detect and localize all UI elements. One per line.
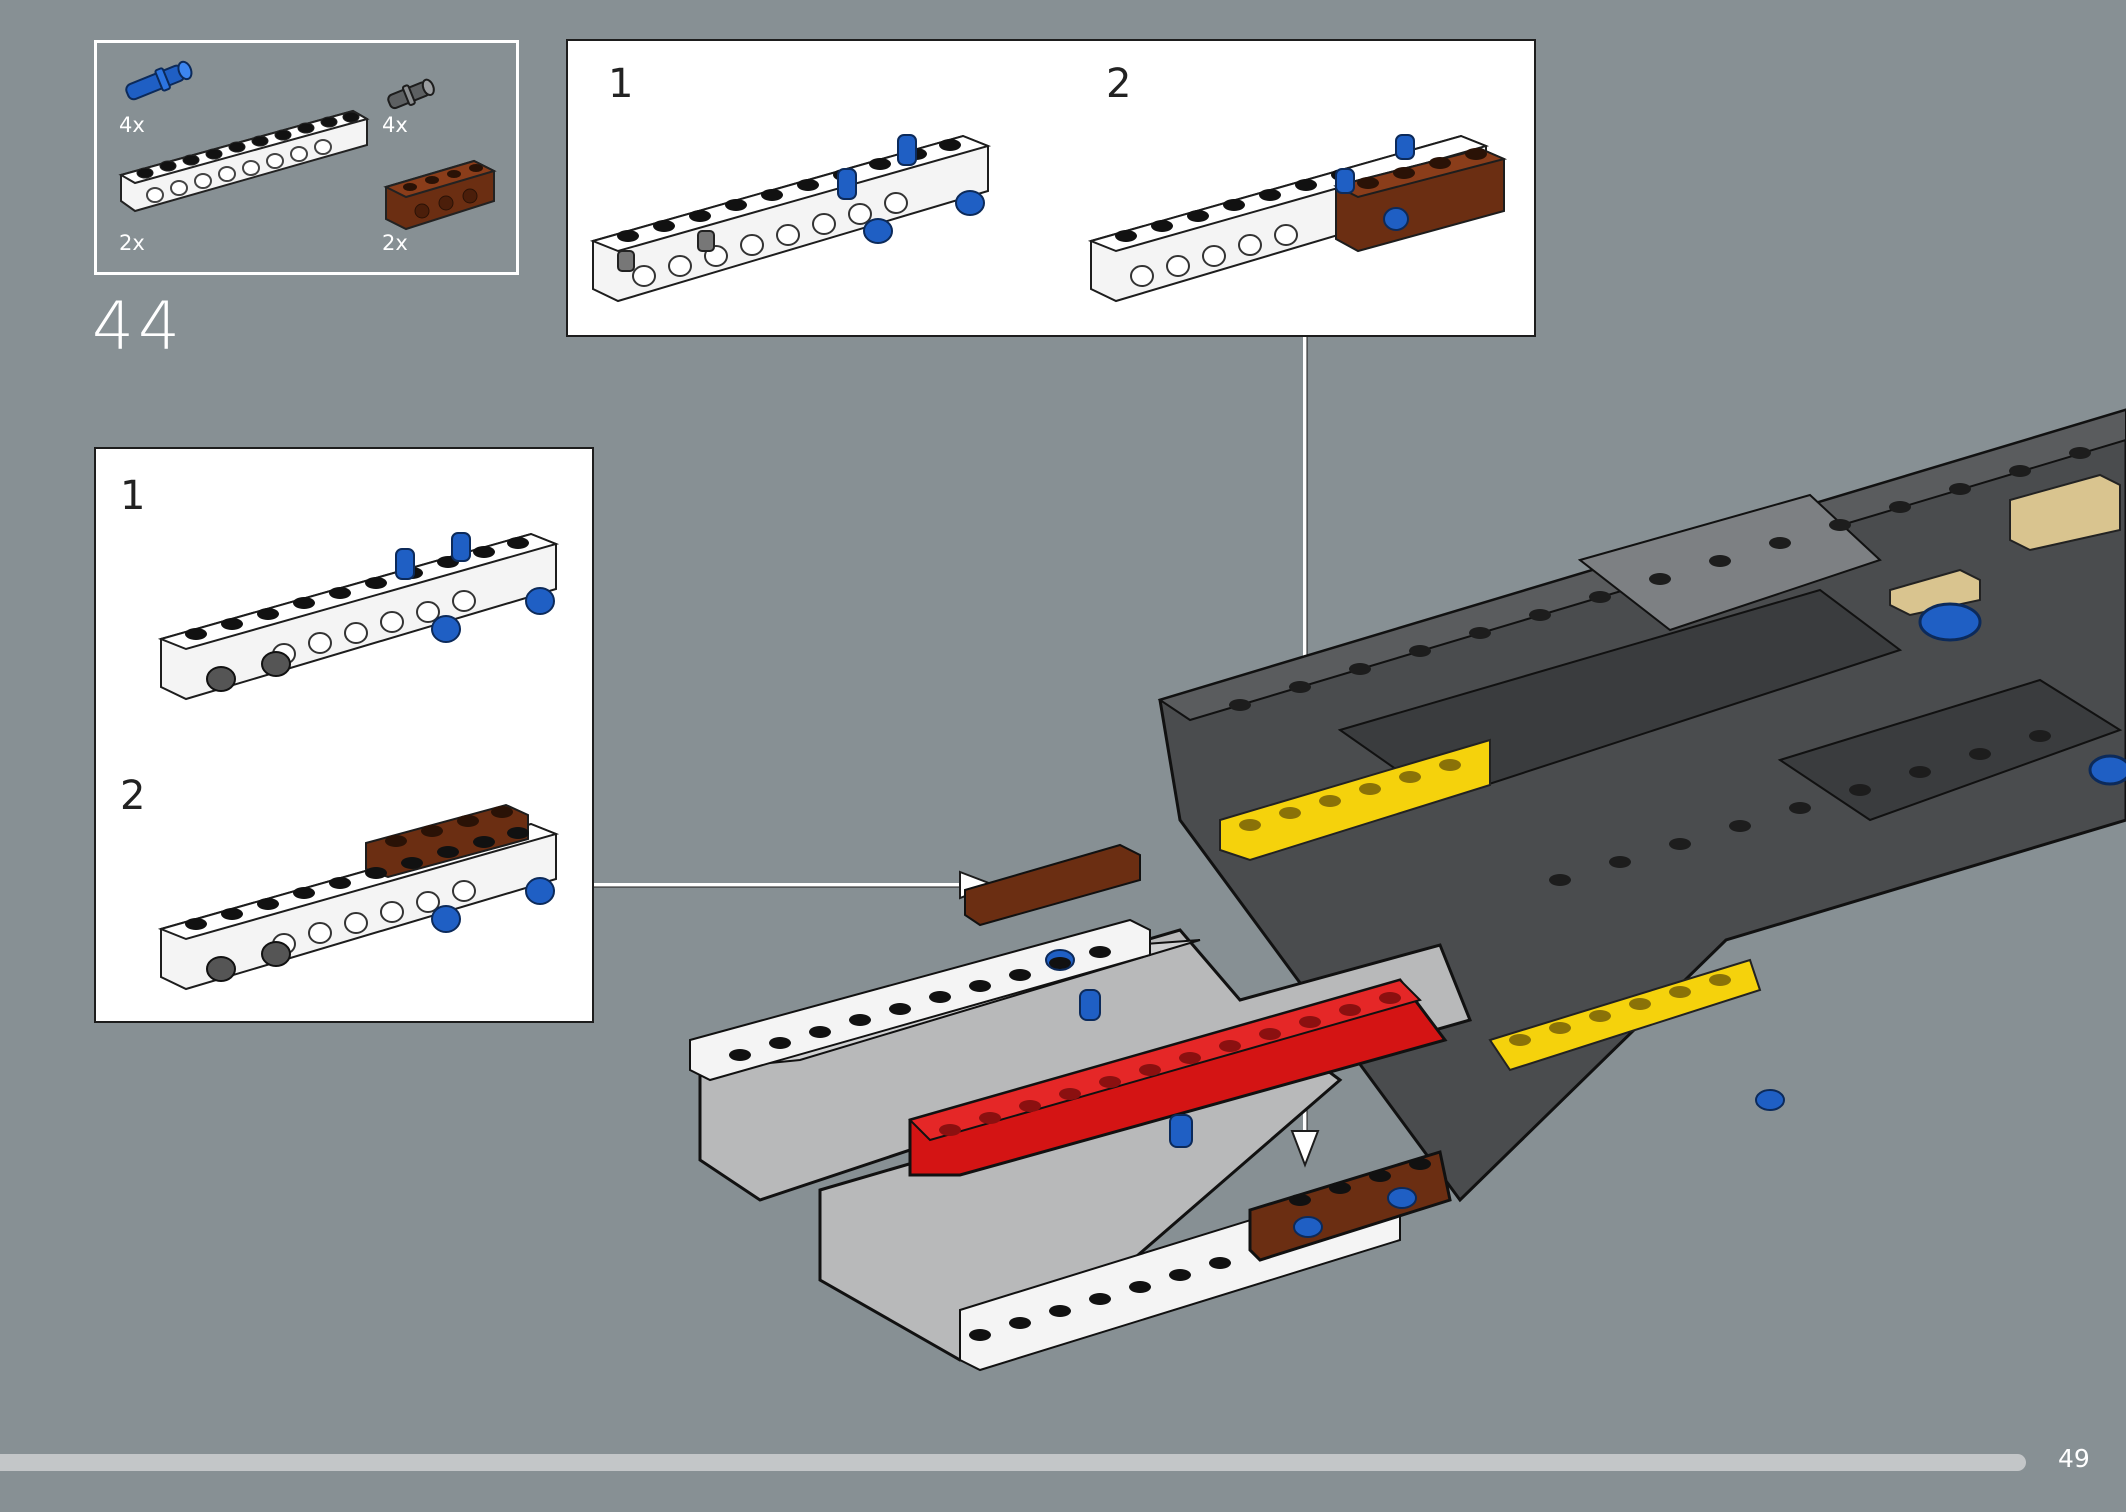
top-callout: 1 2 [566, 39, 1536, 337]
top-callout-substep-2: 2 [1106, 61, 1132, 107]
left-callout-substep-2: 2 [120, 773, 146, 819]
parts-qty-white-brick: 2x [119, 231, 145, 255]
parts-qty-gray-pin: 4x [382, 113, 408, 137]
white-technic-brick-icon [118, 109, 370, 213]
chassis-model-illustration [689, 408, 2126, 1372]
left-callout: 1 2 [94, 447, 594, 1023]
top-callout-substep-1: 1 [608, 61, 634, 107]
parts-qty-blue-pin: 4x [119, 113, 145, 137]
gray-friction-pin-icon [387, 78, 435, 110]
parts-list: 4x 4x 2x 2x [94, 40, 519, 275]
parts-qty-brown-brick: 2x [382, 231, 408, 255]
page-number: 49 [2058, 1444, 2090, 1473]
step-number: 44 [92, 288, 184, 365]
left-substep-2-assembly-icon [157, 803, 560, 991]
blue-axle-pin-icon [125, 60, 193, 101]
top-substep-1-assembly-icon [589, 134, 992, 303]
brown-technic-brick-icon [383, 159, 497, 231]
top-substep-2-assembly-icon [1087, 134, 1508, 303]
left-substep-1-assembly-icon [157, 532, 560, 701]
page-progress-bar [0, 1454, 2026, 1471]
left-callout-substep-1: 1 [120, 473, 146, 519]
